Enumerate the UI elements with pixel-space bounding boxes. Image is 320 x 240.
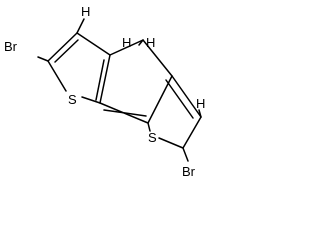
atom-br-right: Br: [182, 164, 196, 179]
bond-c2-s-right: [158, 137, 184, 149]
bond-c7a-s-left: [81, 96, 101, 104]
atom-h-top-left: H: [81, 4, 90, 19]
bonds: [37, 18, 202, 162]
bond-c3-c2-right: [182, 116, 202, 149]
bond-c3a-left-double: [95, 59, 105, 101]
bond-h-right: [198, 109, 202, 118]
molecule-diagram: Br Br S S H H H H: [4, 4, 205, 179]
atom-br-left: Br: [4, 39, 18, 54]
bond-br-left: [37, 56, 49, 62]
bond-c2-c3-left: [47, 32, 78, 62]
atom-h-ch2-left: H: [122, 35, 131, 50]
molecule-structure: Br Br S S H H H H: [4, 4, 205, 179]
atom-s-left: S: [68, 92, 77, 107]
bond-c2-s-left: [47, 60, 67, 92]
bond-c7a-left-right-double: [103, 109, 147, 117]
atom-s-right: S: [148, 130, 157, 145]
bond-br-right: [182, 147, 189, 162]
bond-c2-c3-left-double: [54, 39, 79, 63]
bond-ch2-c3a-right: [142, 39, 173, 77]
atom-h-right: H: [196, 96, 205, 111]
bond-c3a-ch2: [109, 39, 144, 56]
bond-h-ch2-left: [138, 39, 144, 46]
bond-h-top-left: [76, 18, 85, 34]
bond-c3a-c7a-left: [99, 54, 111, 104]
bond-c3-c3a-left: [76, 32, 111, 56]
bond-c3a-right-c3-right: [171, 75, 202, 118]
atom-h-ch2-right: H: [146, 35, 155, 50]
atom-labels: Br Br S S H H H H: [4, 4, 205, 179]
bond-c3a-right-c3-right-double: [165, 79, 194, 119]
bond-s-c7a-right: [147, 122, 151, 132]
